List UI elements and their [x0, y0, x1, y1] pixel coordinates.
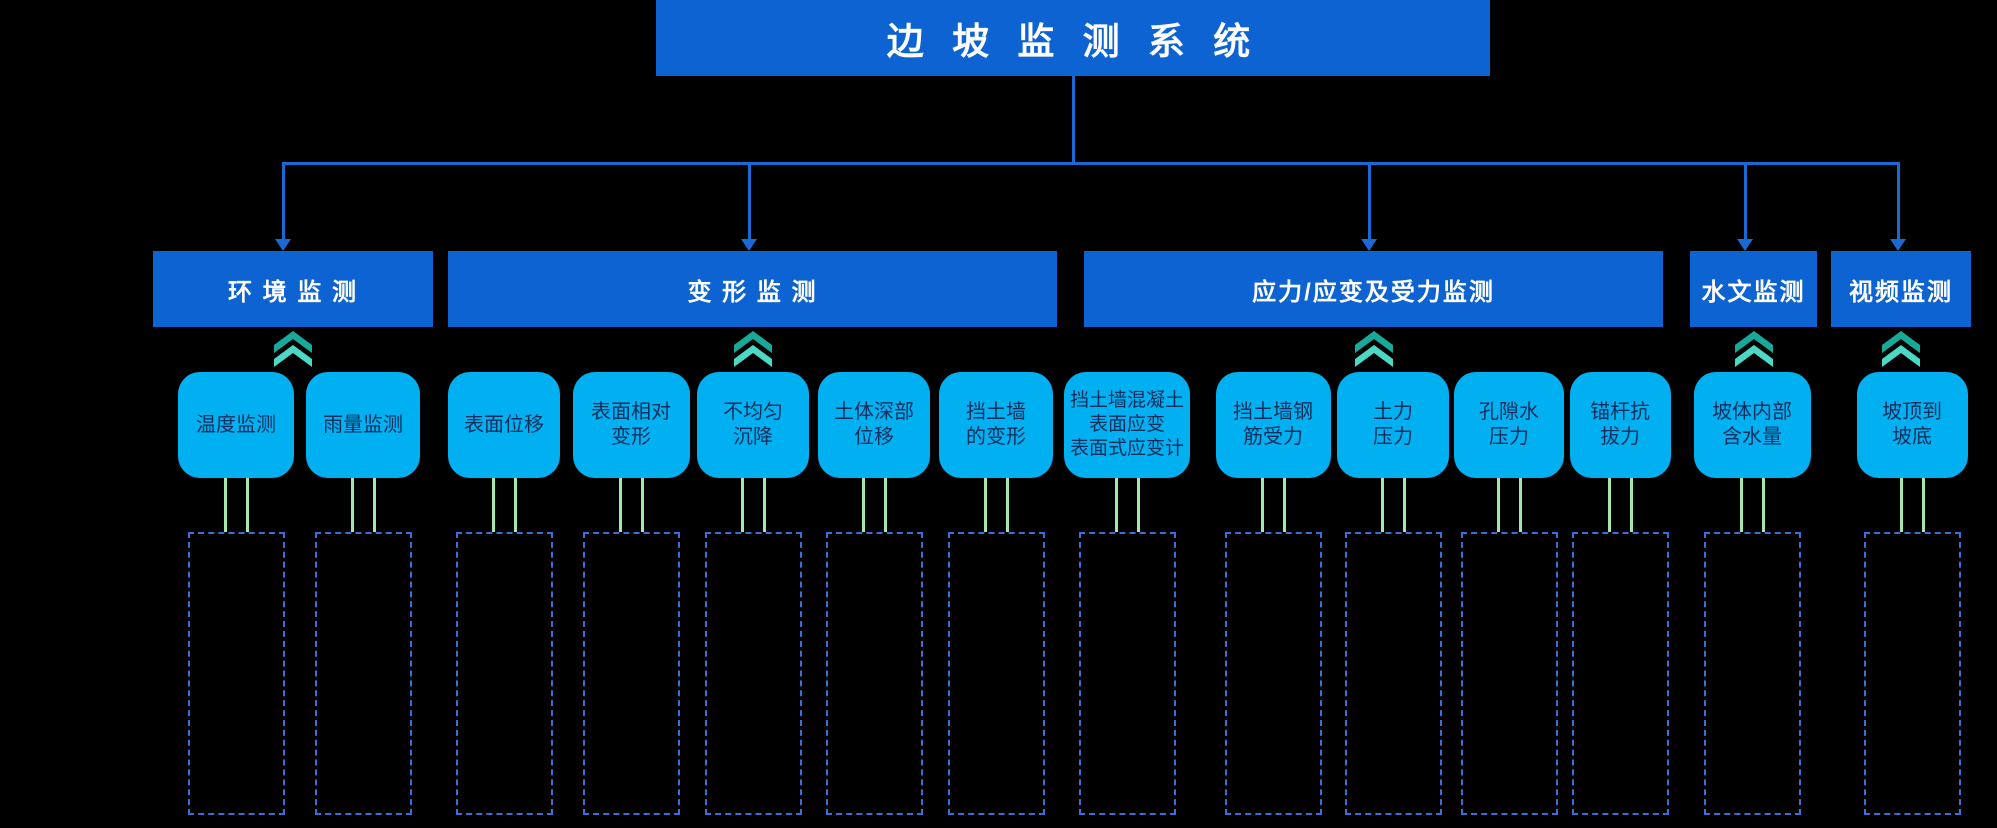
category-label: 应力/应变及受力监测 — [1252, 278, 1495, 306]
sensor-stem-line — [1402, 478, 1406, 532]
leaf-label: 挡土墙钢 筋受力 — [1233, 401, 1313, 448]
category-node: 水文监测 — [1690, 251, 1817, 327]
leaf-label: 土体深部 位移 — [834, 401, 914, 448]
arrow-down-icon — [741, 239, 757, 251]
sensor-stem-line — [1136, 478, 1140, 532]
leaf-node: 挡土墙 的变形 — [939, 372, 1053, 478]
leaf-label: 土力 压力 — [1373, 401, 1413, 448]
sensor-stem-line — [640, 478, 644, 532]
connector-drop — [1743, 162, 1747, 239]
placeholder-box — [1460, 532, 1558, 815]
connector-trunk — [1071, 76, 1075, 165]
arrow-down-icon — [1361, 239, 1377, 251]
sensor-stem-line — [1260, 478, 1264, 532]
leaf-node: 挡土墙混凝土 表面应变 表面式应变计 — [1064, 372, 1190, 478]
placeholder-box — [582, 532, 680, 815]
sensor-stem-line — [1496, 478, 1500, 532]
leaf-label: 挡土墙 的变形 — [966, 401, 1026, 448]
sensor-stem-line — [740, 478, 744, 532]
placeholder-box — [1224, 532, 1322, 815]
double-chevron-up-icon — [1731, 329, 1777, 367]
leaf-label: 坡顶到 坡底 — [1882, 401, 1942, 448]
leaf-node: 土力 压力 — [1337, 372, 1449, 478]
category-label: 水文监测 — [1701, 278, 1806, 306]
leaf-node: 表面相对 变形 — [572, 372, 690, 478]
sensor-stem-line — [513, 478, 517, 532]
leaf-label: 温度监测 — [196, 413, 276, 436]
placeholder-box — [1863, 532, 1961, 815]
connector-drop — [1367, 162, 1371, 239]
placeholder-box — [455, 532, 553, 815]
sensor-stem-line — [883, 478, 887, 532]
sensor-stem-line — [983, 478, 987, 532]
sensor-stem-line — [1629, 478, 1633, 532]
sensor-stem-line — [1518, 478, 1522, 532]
root-node: 边 坡 监 测 系 统 — [656, 0, 1490, 76]
arrow-down-icon — [1737, 239, 1753, 251]
leaf-label: 表面位移 — [464, 413, 544, 436]
placeholder-box — [1344, 532, 1442, 815]
category-label: 变 形 监 测 — [687, 278, 818, 306]
leaf-node: 坡顶到 坡底 — [1856, 372, 1968, 478]
category-label: 环 境 监 测 — [227, 278, 358, 306]
placeholder-box — [1571, 532, 1669, 815]
root-node-label: 边 坡 监 测 系 统 — [886, 21, 1260, 62]
placeholder-box — [187, 532, 285, 815]
sensor-stem-line — [762, 478, 766, 532]
placeholder-box — [947, 532, 1045, 815]
leaf-label: 雨量监测 — [323, 413, 403, 436]
sensor-stem-line — [618, 478, 622, 532]
leaf-node: 表面位移 — [448, 372, 560, 478]
sensor-stem-line — [1607, 478, 1611, 532]
sensor-stem-line — [350, 478, 354, 532]
double-chevron-up-icon — [270, 329, 316, 367]
leaf-node: 孔隙水 压力 — [1454, 372, 1564, 478]
category-node: 变 形 监 测 — [448, 251, 1057, 327]
double-chevron-up-icon — [730, 329, 776, 367]
sensor-stem-line — [245, 478, 249, 532]
placeholder-box — [704, 532, 802, 815]
connector-bus — [283, 162, 1898, 165]
connector-drop — [747, 162, 751, 239]
category-node: 应力/应变及受力监测 — [1084, 251, 1663, 327]
sensor-stem-line — [861, 478, 865, 532]
sensor-stem-line — [223, 478, 227, 532]
leaf-node: 土体深部 位移 — [818, 372, 930, 478]
category-label: 视频监测 — [1849, 278, 1953, 306]
leaf-node: 不均匀 沉降 — [697, 372, 809, 478]
placeholder-box — [1703, 532, 1801, 815]
leaf-label: 锚杆抗 拔力 — [1590, 401, 1650, 448]
sensor-stem-line — [1005, 478, 1009, 532]
placeholder-box — [1078, 532, 1176, 815]
double-chevron-up-icon — [1351, 329, 1397, 367]
leaf-node: 挡土墙钢 筋受力 — [1215, 372, 1331, 478]
leaf-label: 表面相对 变形 — [591, 401, 671, 448]
sensor-stem-line — [491, 478, 495, 532]
leaf-node: 温度监测 — [178, 372, 294, 478]
leaf-node: 雨量监测 — [306, 372, 420, 478]
sensor-stem-line — [1921, 478, 1925, 532]
leaf-label: 不均匀 沉降 — [723, 401, 783, 448]
sensor-stem-line — [1114, 478, 1118, 532]
arrow-down-icon — [275, 239, 291, 251]
double-chevron-up-icon — [1878, 329, 1924, 367]
leaf-node: 坡体内部 含水量 — [1693, 372, 1811, 478]
sensor-stem-line — [1899, 478, 1903, 532]
connector-drop — [1896, 162, 1900, 239]
sensor-stem-line — [1761, 478, 1765, 532]
connector-drop — [281, 162, 285, 239]
leaf-label: 孔隙水 压力 — [1479, 401, 1539, 448]
arrow-down-icon — [1890, 239, 1906, 251]
category-node: 环 境 监 测 — [153, 251, 433, 327]
sensor-stem-line — [1739, 478, 1743, 532]
sensor-stem-line — [372, 478, 376, 532]
leaf-label: 挡土墙混凝土 表面应变 表面式应变计 — [1069, 390, 1184, 459]
category-node: 视频监测 — [1831, 251, 1971, 327]
sensor-stem-line — [1380, 478, 1384, 532]
placeholder-box — [314, 532, 412, 815]
leaf-node: 锚杆抗 拔力 — [1569, 372, 1671, 478]
leaf-label: 坡体内部 含水量 — [1712, 401, 1792, 448]
sensor-stem-line — [1282, 478, 1286, 532]
placeholder-box — [825, 532, 923, 815]
